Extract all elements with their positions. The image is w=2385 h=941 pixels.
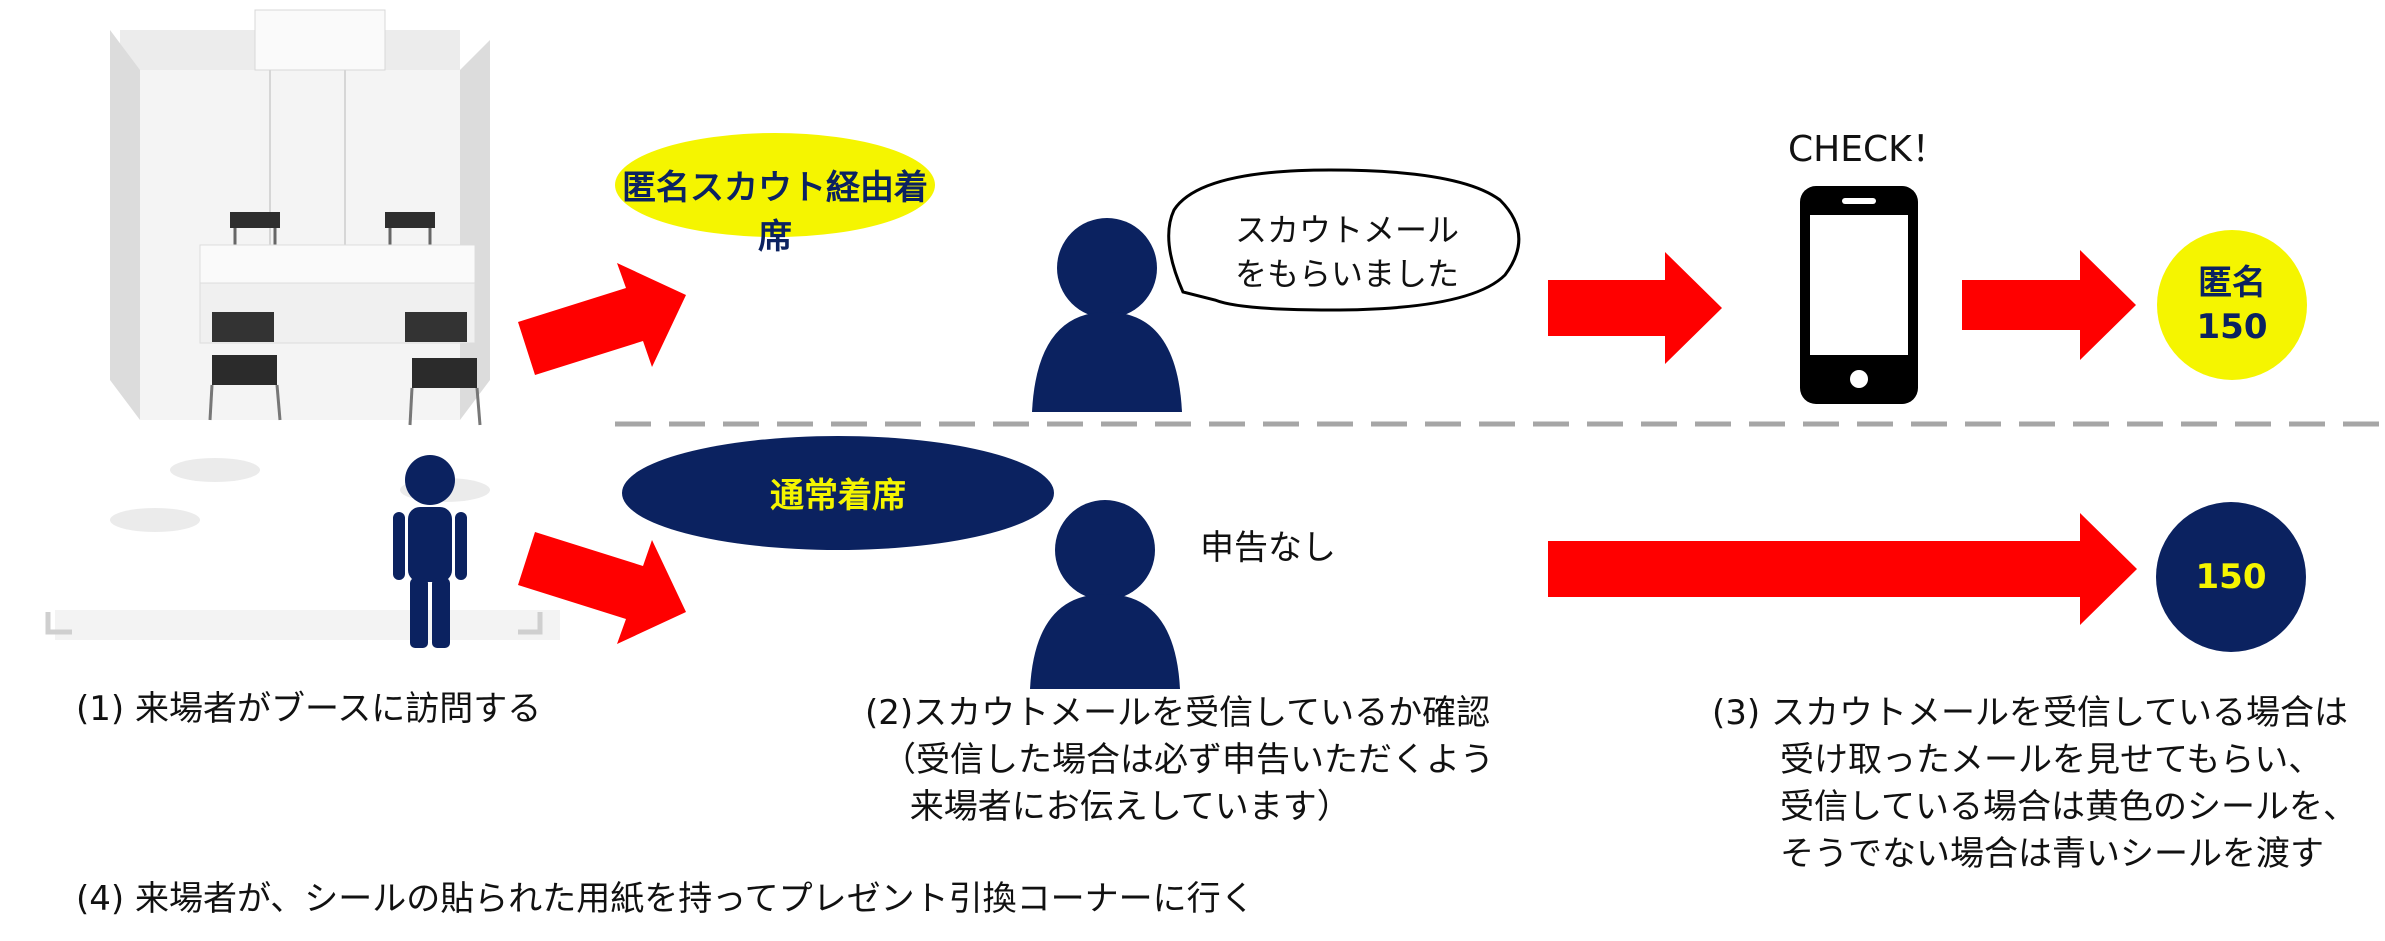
no-report-label: 申告なし [1200,528,1336,568]
step-4-text: (4) 来場者が、シールの貼られた用紙を持ってプレゼント引換コーナーに行く [76,879,1255,919]
booth-illustration [45,9,560,640]
step-1-text: (1) 来場者がブースに訪問する [76,689,542,729]
arrow-icon [1962,250,2136,360]
speech-bubble-text: スカウトメール をもらいました [1235,211,1460,293]
arrow-icon [1548,252,1722,364]
anon-badge-title: 匿名 [2198,263,2266,303]
anon-badge-number: 150 [2196,307,2268,347]
arrow-icon [518,532,686,644]
anon-seat-label: 匿名スカウト経由着席 [622,168,928,257]
normal-badge [2156,502,2306,652]
normal-seat-ellipse [622,436,1054,550]
check-label: CHECK！ [1788,129,1948,170]
visitor-icon [393,455,467,648]
anon-badge [2157,230,2307,380]
person-icon [1032,218,1182,412]
person-icon [1030,500,1180,689]
speech-bubble-icon [1167,168,1521,312]
anon-seat-ellipse [615,133,935,237]
step-3-text: (3) スカウトメールを受信している場合は 受け取ったメールを見せてもらい、 受… [1712,693,2357,874]
normal-badge-number: 150 [2195,557,2267,597]
smartphone-icon [1800,186,1918,404]
arrow-icon [518,263,686,375]
normal-seat-label: 通常着席 [770,476,906,516]
step-2-text: (2)スカウトメールを受信しているか確認 （受信した場合は必ず申告いただくよう … [865,693,1494,827]
arrow-icon [1548,513,2137,625]
